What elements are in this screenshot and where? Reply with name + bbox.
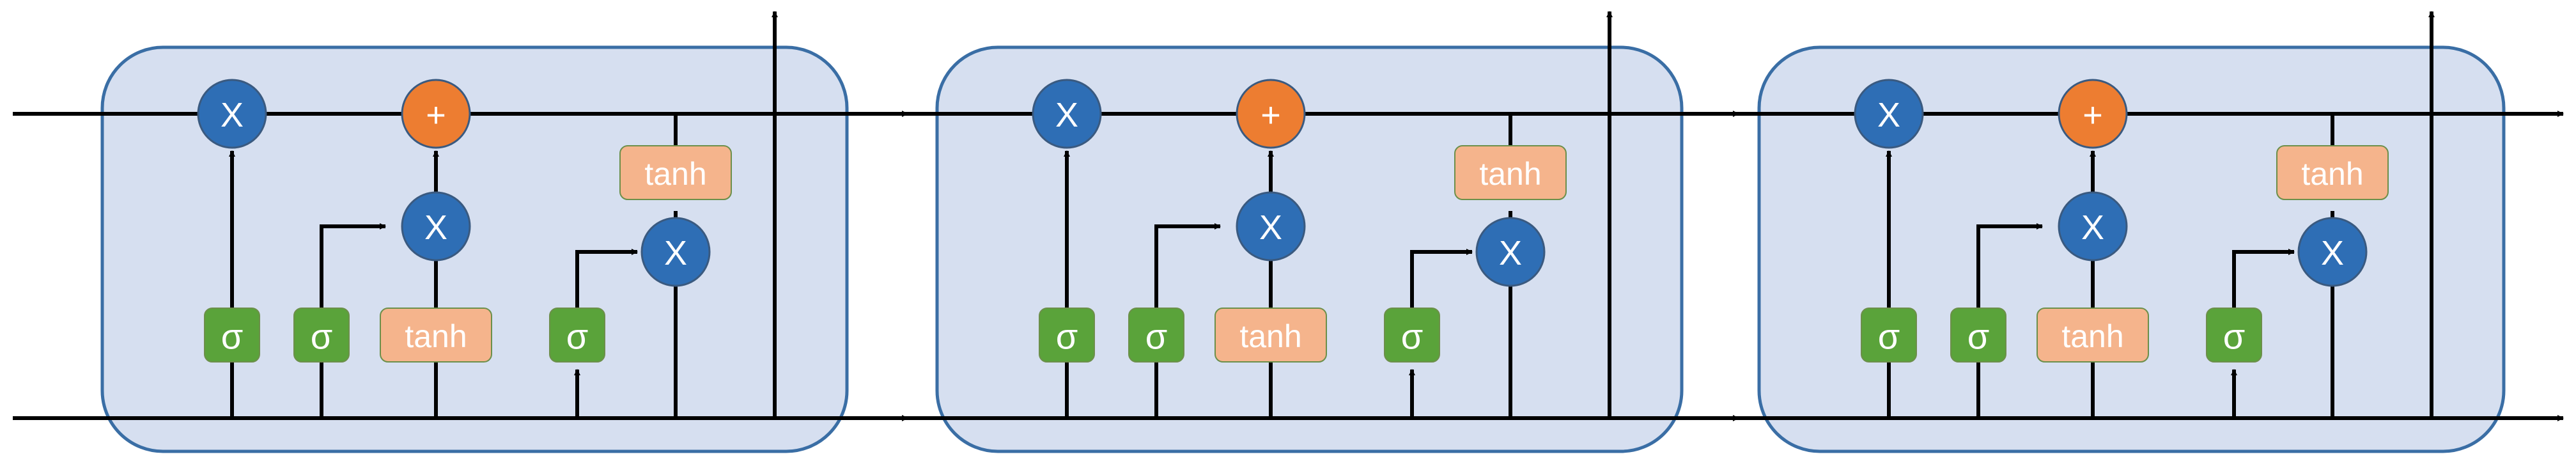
- cell-tanh: tanh: [2276, 145, 2389, 200]
- multiply-icon: X: [2081, 208, 2104, 247]
- multiply-icon-shape: [1032, 79, 1102, 149]
- output-gate-label: σ: [566, 316, 589, 357]
- plus-icon-shape: [2058, 79, 2128, 149]
- output-gate: σ: [2206, 308, 2262, 363]
- cell-tanh-label: tanh: [2301, 156, 2363, 192]
- cell-tanh-box: [1454, 145, 1567, 200]
- output-gate-connector: [2232, 249, 2295, 329]
- candidate-tanh: tanh: [380, 308, 492, 363]
- cell-tanh: tanh: [619, 145, 732, 200]
- multiply-icon-shape: [1475, 217, 1546, 287]
- multiply-icon: X: [1259, 208, 1282, 247]
- output-gate: σ: [1384, 308, 1440, 363]
- forget-gate: σ: [1861, 308, 1917, 363]
- multiply-icon: X: [221, 96, 244, 134]
- candidate-tanh-label: tanh: [405, 318, 467, 354]
- multiply-icon-shape: [1236, 191, 1306, 261]
- input-gate: σ: [293, 308, 350, 363]
- candidate-tanh-box: [380, 308, 492, 363]
- forget-gate: σ: [1039, 308, 1095, 363]
- input-gate: σ: [1950, 308, 2006, 363]
- multiply-icon: X: [1055, 96, 1078, 134]
- input-gate-box: [1128, 308, 1184, 363]
- input-gate-label: σ: [311, 316, 333, 357]
- multiply-icon-shape: [401, 191, 471, 261]
- cell-tanh: tanh: [1454, 145, 1567, 200]
- input-multiply-node: X: [2058, 191, 2128, 261]
- cell-tanh-box: [2276, 145, 2389, 200]
- input-gate-label: σ: [1967, 316, 1990, 357]
- add-node: +: [401, 79, 471, 149]
- input-multiply-node: X: [1236, 191, 1306, 261]
- forget-multiply-node: X: [1854, 79, 1924, 149]
- multiply-icon: X: [1877, 96, 1900, 134]
- candidate-tanh-label: tanh: [1239, 318, 1301, 354]
- input-gate-label: σ: [1145, 316, 1168, 357]
- cell-tanh-box: [619, 145, 732, 200]
- multiply-icon: X: [664, 234, 687, 272]
- forget-gate-box: [204, 308, 260, 363]
- input-multiply-node: X: [401, 191, 471, 261]
- input-gate-box: [293, 308, 350, 363]
- output-gate-box: [2206, 308, 2262, 363]
- plus-icon: +: [2083, 96, 2103, 134]
- multiply-icon: X: [2321, 234, 2344, 272]
- plus-icon-shape: [1236, 79, 1306, 149]
- forget-gate-box: [1861, 308, 1917, 363]
- multiply-icon: X: [424, 208, 447, 247]
- forget-gate-box: [1039, 308, 1095, 363]
- output-gate-label: σ: [1401, 316, 1424, 357]
- output-multiply-node: X: [1475, 217, 1546, 287]
- input-gate-box: [1950, 308, 2006, 363]
- multiply-icon-shape: [197, 79, 267, 149]
- plus-icon-shape: [401, 79, 471, 149]
- output-multiply-node: X: [2297, 217, 2368, 287]
- forget-multiply-node: X: [197, 79, 267, 149]
- candidate-tanh-label: tanh: [2061, 318, 2123, 354]
- candidate-tanh: tanh: [2037, 308, 2149, 363]
- cell-tanh-label: tanh: [1479, 156, 1541, 192]
- output-gate-connector: [575, 249, 638, 329]
- cell-tanh-label: tanh: [644, 156, 706, 192]
- output-multiply-node: X: [640, 217, 711, 287]
- forget-gate-label: σ: [1056, 316, 1078, 357]
- candidate-tanh: tanh: [1214, 308, 1327, 363]
- add-node: +: [1236, 79, 1306, 149]
- output-gate-label: σ: [2223, 316, 2246, 357]
- multiply-icon-shape: [2058, 191, 2128, 261]
- forget-multiply-node: X: [1032, 79, 1102, 149]
- multiply-icon-shape: [1854, 79, 1924, 149]
- add-node: +: [2058, 79, 2128, 149]
- output-gate-box: [549, 308, 605, 363]
- input-gate: σ: [1128, 308, 1184, 363]
- output-gate-box: [1384, 308, 1440, 363]
- output-gate-connector: [1410, 249, 1473, 329]
- plus-icon: +: [426, 96, 446, 134]
- multiply-icon: X: [1499, 234, 1522, 272]
- forget-gate-label: σ: [221, 316, 244, 357]
- forget-gate-label: σ: [1878, 316, 1900, 357]
- multiply-icon-shape: [2297, 217, 2368, 287]
- output-gate: σ: [549, 308, 605, 363]
- candidate-tanh-box: [1214, 308, 1327, 363]
- candidate-tanh-box: [2037, 308, 2149, 363]
- forget-gate: σ: [204, 308, 260, 363]
- plus-icon: +: [1261, 96, 1281, 134]
- multiply-icon-shape: [640, 217, 711, 287]
